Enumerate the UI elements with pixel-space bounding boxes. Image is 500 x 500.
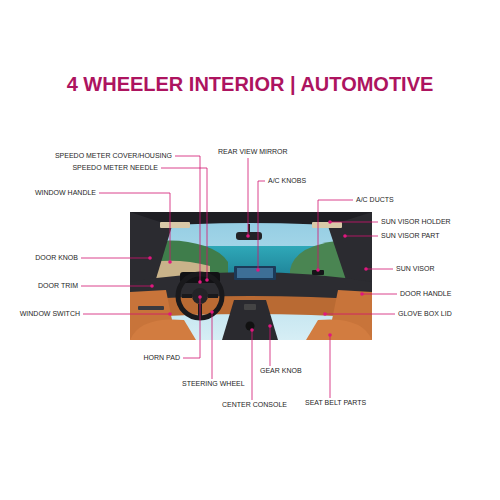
interior-photo <box>130 212 372 340</box>
leader-line <box>325 314 395 315</box>
part-label: HORN PAD <box>144 354 180 362</box>
leader-dot <box>150 284 154 288</box>
part-label: SUN VISOR HOLDER <box>381 218 451 226</box>
leader-line <box>81 258 150 259</box>
leader-line <box>362 294 397 295</box>
part-label: SPEEDO METER COVER/HOUSING <box>55 152 172 160</box>
leader-line <box>318 200 353 270</box>
leader-line <box>330 335 331 398</box>
leader-dot <box>323 312 327 316</box>
leader-dot <box>343 234 347 238</box>
leader-line <box>99 193 170 262</box>
leader-dot <box>328 220 332 224</box>
part-label: DOOR KNOB <box>35 254 78 262</box>
leader-line <box>330 222 378 223</box>
part-label: DOOR TRIM <box>38 282 78 290</box>
part-label: SUN VISOR <box>396 265 435 273</box>
part-label: A/C DUCTS <box>356 196 394 204</box>
part-label: WINDOW HANDLE <box>35 189 96 197</box>
part-label: DOOR HANDLE <box>400 290 451 298</box>
leader-dot <box>198 295 202 299</box>
leader-dot <box>205 278 209 282</box>
leader-line <box>183 297 200 358</box>
leader-dot <box>316 268 320 272</box>
leader-line <box>83 314 170 315</box>
leader-dot <box>328 333 332 337</box>
part-label: A/C KNOBS <box>268 177 306 185</box>
leader-dot <box>168 260 172 264</box>
leader-line <box>161 168 207 280</box>
part-label: STEERING WHEEL <box>182 380 245 388</box>
leader-line <box>248 158 249 236</box>
part-label: GLOVE BOX LID <box>398 310 452 318</box>
part-label: WINDOW SWITCH <box>20 310 80 318</box>
leader-line <box>345 236 378 237</box>
part-label: CENTER CONSOLE <box>222 401 287 409</box>
leader-dot <box>246 234 250 238</box>
leader-line <box>366 269 393 270</box>
leader-dot <box>198 280 202 284</box>
leader-dot <box>148 256 152 260</box>
part-label: GEAR KNOB <box>260 367 302 375</box>
leader-dot <box>364 267 368 271</box>
leader-line <box>252 330 253 400</box>
leader-line <box>270 326 271 366</box>
part-label: SPEEDO METER NEEDLE <box>72 164 158 172</box>
diagram-title: 4 WHEELER INTERIOR | AUTOMOTIVE <box>0 73 500 96</box>
part-label: SEAT BELT PARTS <box>305 399 366 407</box>
leader-line <box>258 181 265 270</box>
leader-dots <box>148 220 368 337</box>
leader-line <box>81 286 152 287</box>
part-label: REAR VIEW MIRROR <box>218 148 288 156</box>
leader-dot <box>256 268 260 272</box>
leader-dot <box>360 292 364 296</box>
part-label: SUN VISOR PART <box>381 232 439 240</box>
leader-line <box>212 312 213 379</box>
leader-dot <box>210 310 214 314</box>
leader-lines <box>81 156 397 400</box>
leader-dot <box>168 312 172 316</box>
leader-dot <box>268 324 272 328</box>
leader-line <box>175 156 200 282</box>
leader-dot <box>250 328 254 332</box>
